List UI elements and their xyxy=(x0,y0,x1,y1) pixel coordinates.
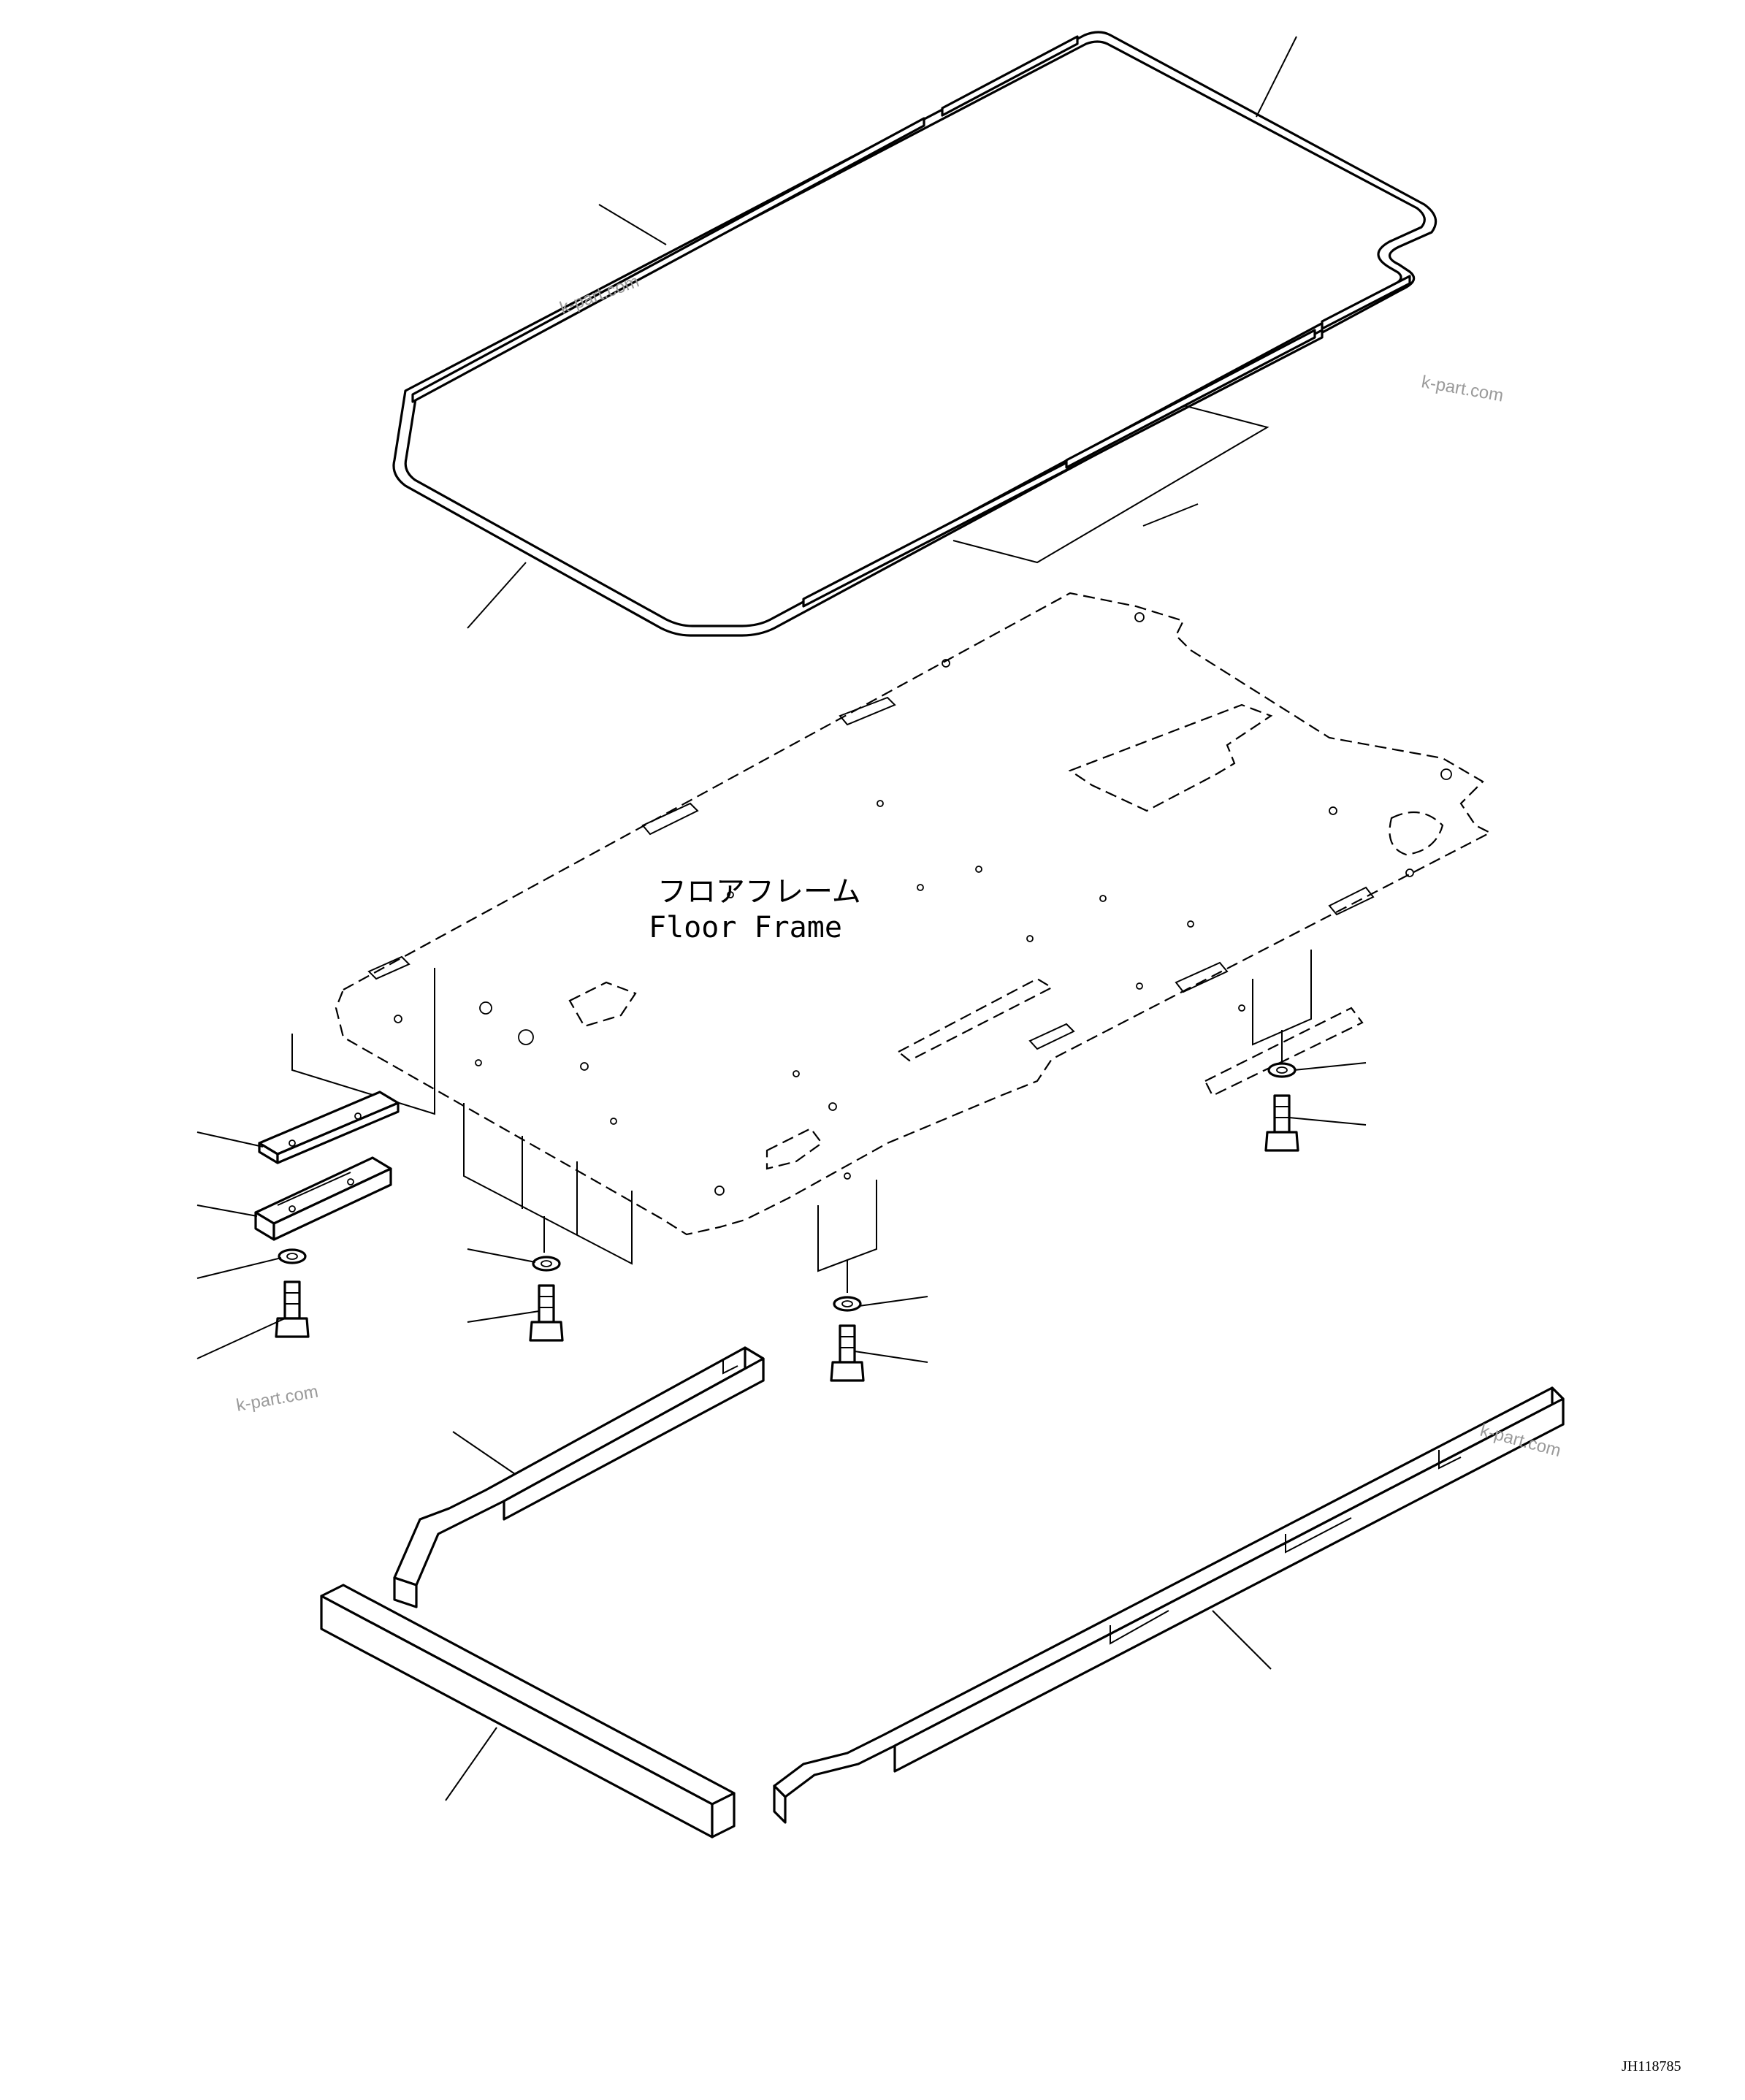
washer-left xyxy=(278,1248,307,1264)
leader-lines xyxy=(196,1062,1367,1801)
watermarks: k-part.com k-part.com k-part.com k-part.… xyxy=(234,271,1563,1461)
drawing-code: JH118785 xyxy=(1622,2058,1681,2074)
bolt-right xyxy=(1264,1094,1299,1152)
floor-frame-label-en: Floor Frame xyxy=(649,911,842,944)
front-strip xyxy=(320,1584,736,1839)
washer-middle-right xyxy=(833,1296,862,1312)
floor-frame-brackets xyxy=(367,696,1375,1050)
right-side-strip xyxy=(773,1386,1565,1824)
seal-projection-lines xyxy=(952,405,1269,564)
seal-leader-lines xyxy=(467,36,1297,629)
bolt-middle-right xyxy=(830,1324,865,1382)
left-side-strip xyxy=(393,1346,765,1608)
bolt-middle-left xyxy=(529,1284,564,1342)
shim-plate xyxy=(258,1091,400,1164)
watermark: k-part.com xyxy=(557,271,642,318)
seal-segment-strips xyxy=(411,35,1411,608)
projection-lines xyxy=(291,950,1312,1293)
bolt-left xyxy=(275,1280,310,1338)
floor-frame-labels: フロアフレーム Floor Frame xyxy=(649,875,861,944)
floor-frame xyxy=(335,592,1492,1236)
shim-block xyxy=(254,1156,392,1241)
washer-middle-left xyxy=(532,1256,561,1272)
floor-frame-holes xyxy=(394,612,1452,1196)
top-seal-frame xyxy=(392,31,1437,637)
washer-right xyxy=(1267,1062,1297,1078)
floor-frame-label-jp: フロアフレーム xyxy=(657,875,861,909)
watermark: k-part.com xyxy=(1420,372,1505,405)
watermark: k-part.com xyxy=(234,1382,319,1416)
